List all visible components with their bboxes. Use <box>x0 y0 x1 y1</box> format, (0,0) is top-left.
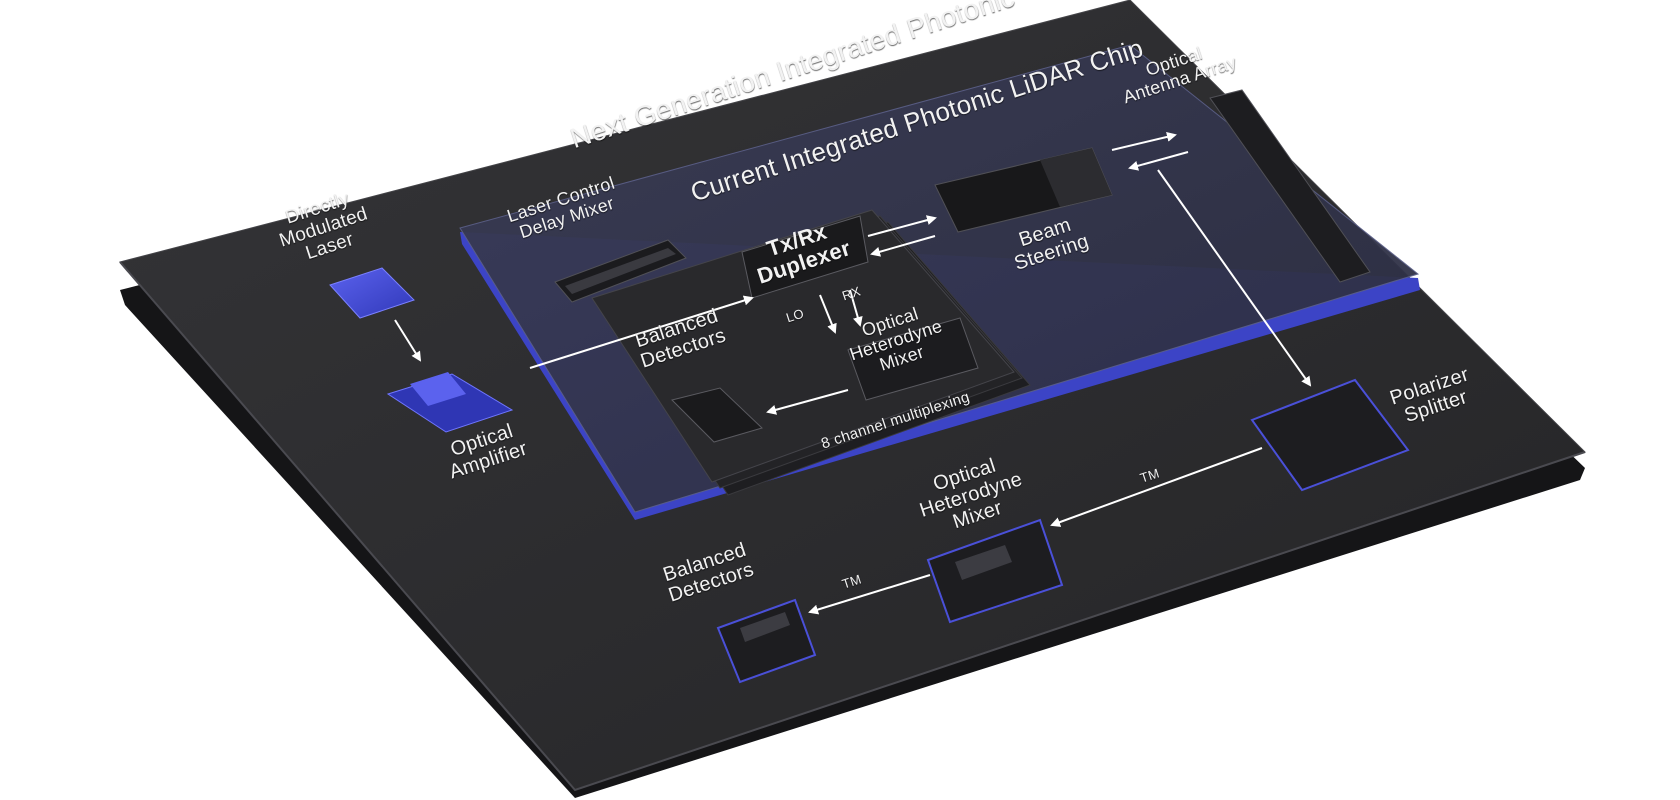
antenna-array-block <box>1209 89 1371 283</box>
arrow-beam-antenna <box>1111 131 1177 151</box>
laser-block <box>329 267 415 319</box>
inner-mixer-block <box>847 317 979 401</box>
arrow-polarizer-mixer <box>1050 447 1263 527</box>
outer-detector-block <box>716 598 817 684</box>
arrow-antenna-polarizer <box>1157 169 1312 387</box>
arrow-mixer-detector <box>766 389 849 415</box>
arrow-mixer-detector-outer <box>808 574 931 615</box>
inner-detector-block <box>671 387 763 443</box>
outer-mixer-block <box>926 518 1064 624</box>
arrow-beam-dup <box>870 235 936 257</box>
duplexer-block <box>741 215 869 299</box>
arrow-antenna-beam <box>1128 151 1189 171</box>
arrow-dup-beam <box>867 215 937 237</box>
chip-edge-highlight <box>119 261 1586 792</box>
signal-arrows <box>394 131 1312 615</box>
amplifier-chip <box>410 372 466 406</box>
arrow-rx <box>849 289 863 327</box>
arrow-laser-amp <box>394 319 422 362</box>
polarizer-block <box>1250 378 1410 492</box>
arrow-amp-duplexer <box>529 295 754 369</box>
arrow-lo <box>819 294 837 334</box>
